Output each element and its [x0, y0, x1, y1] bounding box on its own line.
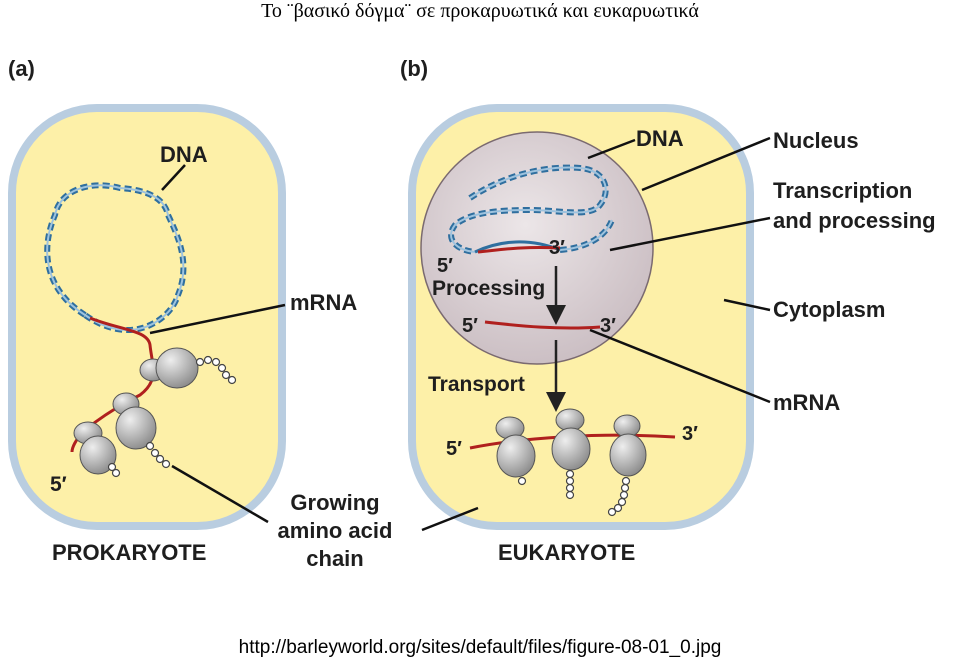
- mrna-leader-line: [149, 303, 286, 335]
- panel-a-letter: (a): [8, 56, 35, 81]
- processed-mrna-3prime: 3′: [600, 315, 616, 337]
- processed-mrna-5prime: 5′: [462, 315, 478, 337]
- page-title: Το ¨βασικό δόγμα¨ σε προκαρυωτικά και ευ…: [261, 0, 699, 22]
- processing-label: Processing: [432, 277, 545, 300]
- euk-dna-leader-line: [587, 138, 636, 160]
- processed-mrna: [484, 320, 601, 330]
- eukaryote-amino-acid-chain-icon: [517, 469, 631, 517]
- growing-label-line1: Growing: [290, 490, 379, 515]
- pre-mrna-5prime: 5′: [437, 255, 453, 277]
- transcription-label-line2: and processing: [773, 208, 936, 233]
- prokaryote-cell: [8, 104, 286, 530]
- eukaryote-ribosome-icon: [495, 408, 647, 478]
- nucleus-label: Nucleus: [773, 128, 859, 153]
- prokaryote-5prime-label: 5′: [50, 473, 67, 496]
- euk-mrna-leader-line: [589, 328, 771, 404]
- prokaryote-mrna-label: mRNA: [290, 290, 357, 315]
- transport-label: Transport: [428, 373, 525, 396]
- eukaryote-dna-label: DNA: [636, 126, 684, 151]
- prokaryote-ribosome-icon: [73, 347, 199, 475]
- prokaryote-dna-label: DNA: [160, 142, 208, 167]
- pre-mrna: [477, 245, 561, 254]
- prokaryote-name: PROKARYOTE: [52, 540, 206, 565]
- transcription-label-line1: Transcription: [773, 178, 912, 203]
- cytoplasm-mrna-3prime: 3′: [682, 423, 698, 445]
- growing-label-line3: chain: [306, 546, 363, 571]
- panel-b-letter: (b): [400, 56, 428, 81]
- cytoplasm-leader-line: [723, 298, 771, 312]
- source-url: http://barleyworld.org/sites/default/fil…: [238, 637, 722, 658]
- cytoplasm-label: Cytoplasm: [773, 297, 885, 322]
- pre-mrna-3prime: 3′: [549, 237, 565, 259]
- dna-leader-line: [161, 164, 186, 191]
- cytoplasm-mrna-5prime: 5′: [446, 438, 462, 460]
- transcription-leader-line: [609, 216, 771, 252]
- prokaryote-amino-acid-chain-icon: [107, 355, 237, 478]
- nucleus-leader-line: [641, 136, 771, 192]
- eukaryote-mrna-label: mRNA: [773, 390, 840, 415]
- growing-label-line2: amino acid: [278, 518, 393, 543]
- euk-amino-leader-line: [421, 506, 479, 532]
- amino-leader-line: [171, 464, 269, 524]
- eukaryote-name: EUKARYOTE: [498, 540, 635, 565]
